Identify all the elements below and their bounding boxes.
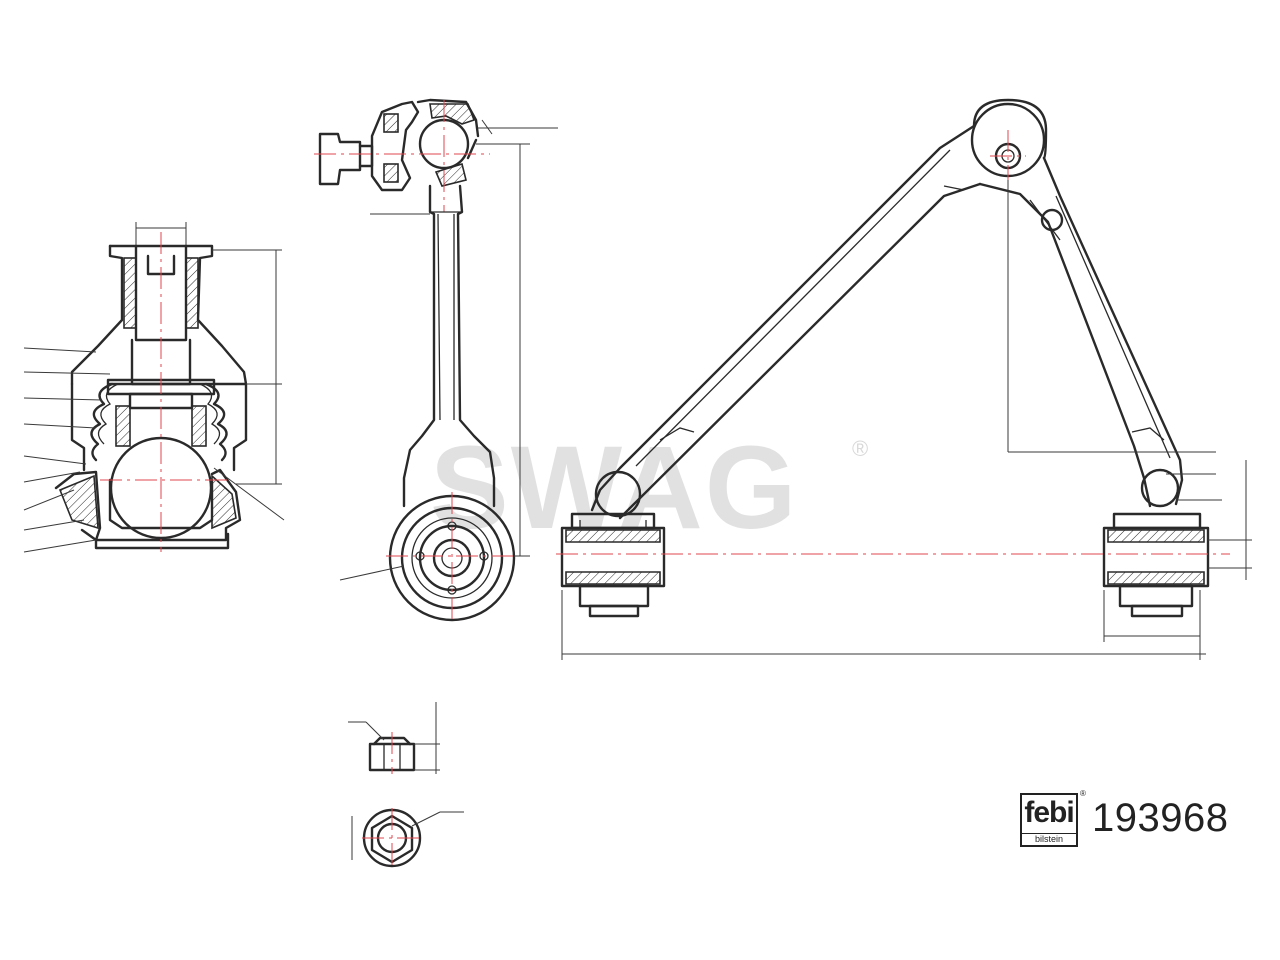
- nut-side-view: [348, 702, 440, 774]
- part-number: 193968: [1092, 796, 1229, 840]
- ball-joint-section-view: [23, 222, 285, 553]
- febi-bilstein-logo: febi bilstein ®: [1020, 789, 1086, 849]
- nut-top-view: [351, 808, 464, 868]
- logo-sub-text: bilstein: [1020, 833, 1078, 847]
- control-arm-side-view: [314, 98, 558, 624]
- logo-registered-mark: ®: [1080, 789, 1086, 798]
- logo-main-text: febi: [1020, 793, 1078, 835]
- watermark-registered-mark: ®: [852, 436, 868, 461]
- control-arm-plan-view: [556, 98, 1252, 660]
